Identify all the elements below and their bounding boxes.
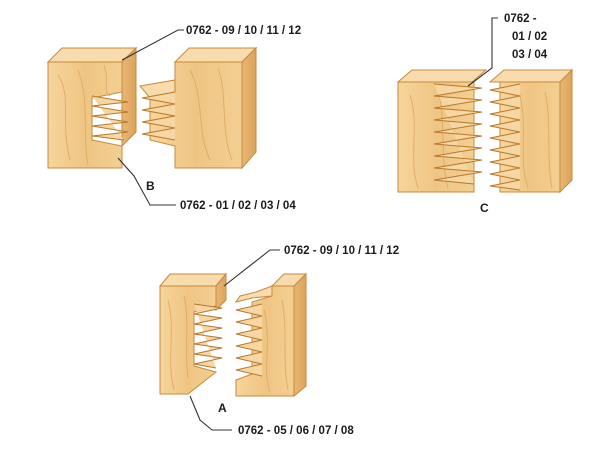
joint-a-bottom-code: 0762 - 05 / 06 / 07 / 08 <box>238 425 354 437</box>
joint-c: C 0762 - 01 / 02 03 / 04 <box>396 13 574 215</box>
joint-b-bottom-code: 0762 - 01 / 02 / 03 / 04 <box>180 200 296 212</box>
joint-a-left-block <box>158 272 228 395</box>
joint-c-right-fingers <box>489 83 521 191</box>
joint-c-code-line-3: 03 / 04 <box>512 49 548 61</box>
joint-b-right-block <box>139 46 258 170</box>
joint-b-top-code: 0762 - 09 / 10 / 11 / 12 <box>186 25 301 37</box>
joint-b-letter: B <box>146 179 155 193</box>
joint-c-code-line-1: 0762 - <box>504 13 537 25</box>
joint-b: B 0762 - 09 / 10 / 11 / 12 0762 - 01 / 0… <box>46 25 301 212</box>
joint-a-right-block <box>234 272 308 398</box>
joint-b-left-fingers <box>91 95 129 141</box>
joint-c-leader <box>467 17 498 87</box>
joint-c-right-block <box>488 68 574 194</box>
joint-b-left-block <box>46 46 138 169</box>
joint-b-right-fingers <box>141 91 176 141</box>
joint-a-letter: A <box>218 401 227 415</box>
joint-c-left-block <box>396 69 488 193</box>
joint-c-left-fingers <box>433 83 483 185</box>
joint-a-right-fingers <box>235 303 263 377</box>
joint-a: A 0762 - 09 / 10 / 11 / 12 0762 - 05 / 0… <box>158 245 399 437</box>
joint-b-top-leader <box>121 29 184 61</box>
joint-a-left-fingers <box>193 303 223 369</box>
joint-b-bottom-leader <box>117 157 176 206</box>
joint-a-top-code: 0762 - 09 / 10 / 11 / 12 <box>284 245 399 257</box>
joint-c-letter: C <box>480 201 489 215</box>
joint-a-top-leader <box>223 249 280 287</box>
joint-a-bottom-leader <box>189 395 232 431</box>
joint-c-code-line-2: 01 / 02 <box>512 31 547 43</box>
